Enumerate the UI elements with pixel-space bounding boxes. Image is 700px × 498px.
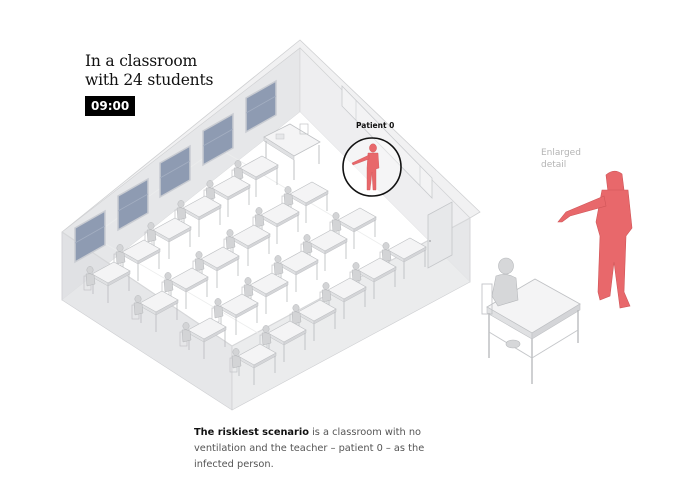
patient-zero-marker xyxy=(342,137,402,197)
caption-text: is a classroom with no ventilation and t… xyxy=(194,427,425,470)
caption: The riskiest scenario is a classroom wit… xyxy=(194,425,464,473)
enlarged-detail-label: Enlarged detail xyxy=(541,147,601,171)
enlarged-detail xyxy=(481,170,633,384)
enlarged-student-desk xyxy=(486,278,581,384)
headline: In a classroom with 24 students xyxy=(85,52,285,90)
enlarged-student-icon xyxy=(481,257,521,349)
time-badge: 09:00 xyxy=(85,96,136,116)
infected-teacher-icon xyxy=(351,143,380,191)
enlarged-label-line-2: detail xyxy=(541,160,567,170)
enlarged-label-line-1: Enlarged xyxy=(541,148,581,158)
teacher-desk xyxy=(263,123,321,180)
caption-bold: The riskiest scenario xyxy=(194,427,309,438)
patient-zero-label: Patient 0 xyxy=(356,121,395,130)
enlarged-infected-teacher-icon xyxy=(557,170,633,309)
headline-line-2: with 24 students xyxy=(85,71,214,89)
door-icon xyxy=(427,201,453,269)
headline-line-1: In a classroom xyxy=(85,52,197,70)
